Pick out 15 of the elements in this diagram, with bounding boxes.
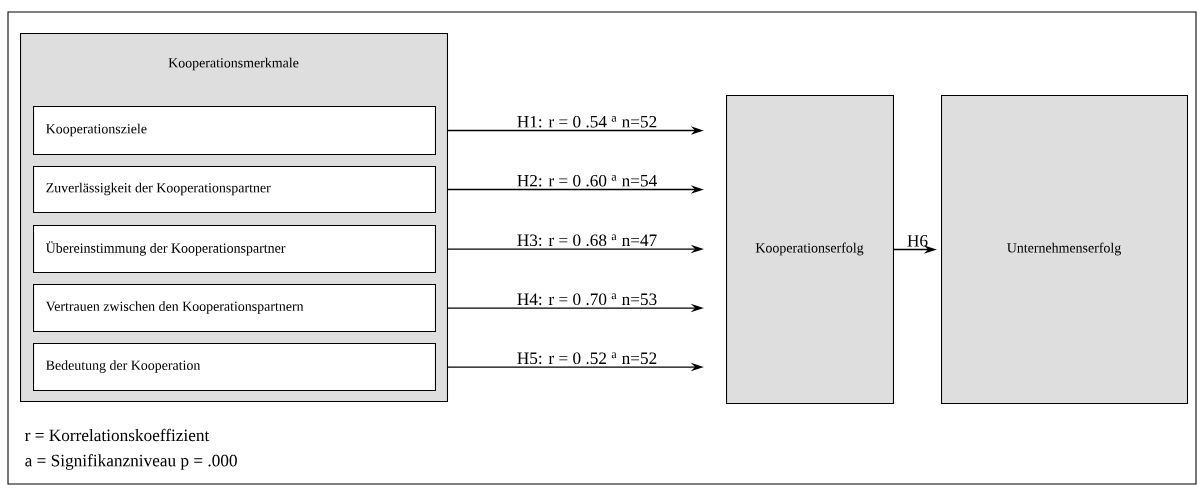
edge-label: H6 — [907, 235, 928, 247]
process-box: Unternehmenserfolg — [941, 95, 1189, 404]
edge-label: H4: r = 0 .70 $^{a}$ n=53 — [517, 293, 657, 306]
item-box: Kooperationsziele — [33, 106, 436, 156]
note: a = Signifikanzniveau p = .000 — [25, 454, 237, 470]
edge-label: H3: r = 0 .68 $^{a}$ n=47 — [517, 234, 657, 247]
item-box: Zuverlässigkeit der Kooperationspartner — [33, 166, 436, 214]
process-box: Kooperationserfolg — [726, 95, 894, 404]
edge-label: H5: r = 0 .52 $^{a}$ n=52 — [517, 352, 657, 365]
note: r = Korrelationskoeffizient — [25, 428, 210, 442]
item-box: Vertrauen zwischen den Kooperationspartnern — [33, 284, 436, 333]
item-box: Bedeutung der Kooperation — [33, 343, 436, 392]
edge-label: H1: r = 0 .54 $^{a}$ n=52 — [517, 115, 657, 128]
item-box: Übereinstimmung der Kooperationspartner — [33, 225, 436, 274]
edge-label: H2: r = 0 .60 $^{a}$ n=54 — [517, 174, 657, 187]
